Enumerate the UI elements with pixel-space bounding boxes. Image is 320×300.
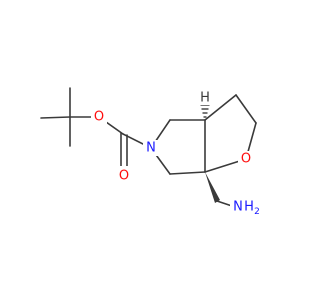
- amine-hydrogen-label: H: [244, 200, 254, 215]
- bond-cq-to-ch2-bottom: [169, 171, 206, 175]
- amine-group: N H 2: [230, 199, 262, 217]
- ring-nitrogen-label: N: [146, 141, 156, 156]
- wedge-to-ch2nh2: [205, 172, 220, 203]
- amine-subscript-label: 2: [254, 207, 260, 217]
- hashed-wedge-to-h: [200, 104, 210, 118]
- bond-ch-to-ch2: [204, 94, 237, 121]
- stereo-hydrogen-label: H: [200, 91, 210, 106]
- carbonyl-oxygen-atom: O: [116, 166, 132, 184]
- bond-ch2-to-nh2: [216, 200, 233, 207]
- chemical-structure: O O N O H N H 2: [40, 87, 262, 217]
- ester-oxygen-atom: O: [91, 109, 107, 125]
- ring-oxygen-atom: O: [238, 151, 254, 167]
- carbonyl-oxygen-label: O: [119, 169, 129, 184]
- stereo-hydrogen-atom: H: [198, 91, 212, 106]
- amine-nitrogen-label: N: [233, 200, 243, 215]
- bond-ch2-to-ch2: [235, 94, 257, 124]
- ring-nitrogen-atom: N: [143, 140, 159, 156]
- bond-tbu-methyl-1: [40, 116, 71, 119]
- ester-oxygen-label: O: [94, 110, 104, 125]
- ring-oxygen-label: O: [241, 152, 251, 167]
